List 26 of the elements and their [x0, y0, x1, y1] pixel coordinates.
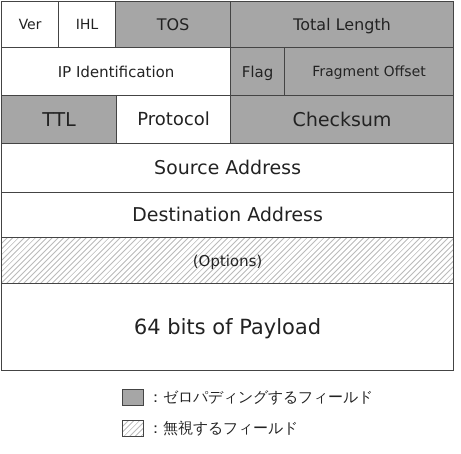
field-label: Ver — [18, 16, 42, 32]
field-label: Total Length — [293, 15, 391, 34]
shaded-field-cell — [1, 95, 117, 144]
field-label: Source Address — [154, 157, 301, 179]
legend-text: ：無視するフィールド — [148, 419, 298, 438]
field-label: (Options) — [192, 252, 262, 270]
field-label: Protocol — [137, 109, 210, 130]
field-label: Destination Address — [132, 204, 323, 226]
shaded-field-cell — [230, 1, 454, 48]
shaded-field-cell — [115, 1, 231, 48]
field-label: IHL — [76, 16, 98, 32]
hatched-field-cell — [1, 237, 454, 284]
shaded-field-cell — [284, 47, 454, 96]
field-label: 64 bits of Payload — [134, 315, 322, 339]
field-label: TOS — [156, 15, 190, 34]
field-label: Flag — [242, 62, 274, 80]
field-label: Checksum — [292, 108, 392, 130]
shaded-field-cell — [230, 95, 454, 144]
field-label: TTL — [42, 108, 76, 130]
shaded-field-cell — [230, 47, 285, 96]
field-cell — [1, 143, 454, 193]
field-cell — [1, 283, 454, 371]
field-label: IP Identification — [58, 62, 174, 80]
field-label: Fragment Offset — [312, 64, 426, 80]
legend-text: ：ゼロパディングするフィールド — [148, 388, 373, 407]
field-cell — [1, 1, 59, 48]
